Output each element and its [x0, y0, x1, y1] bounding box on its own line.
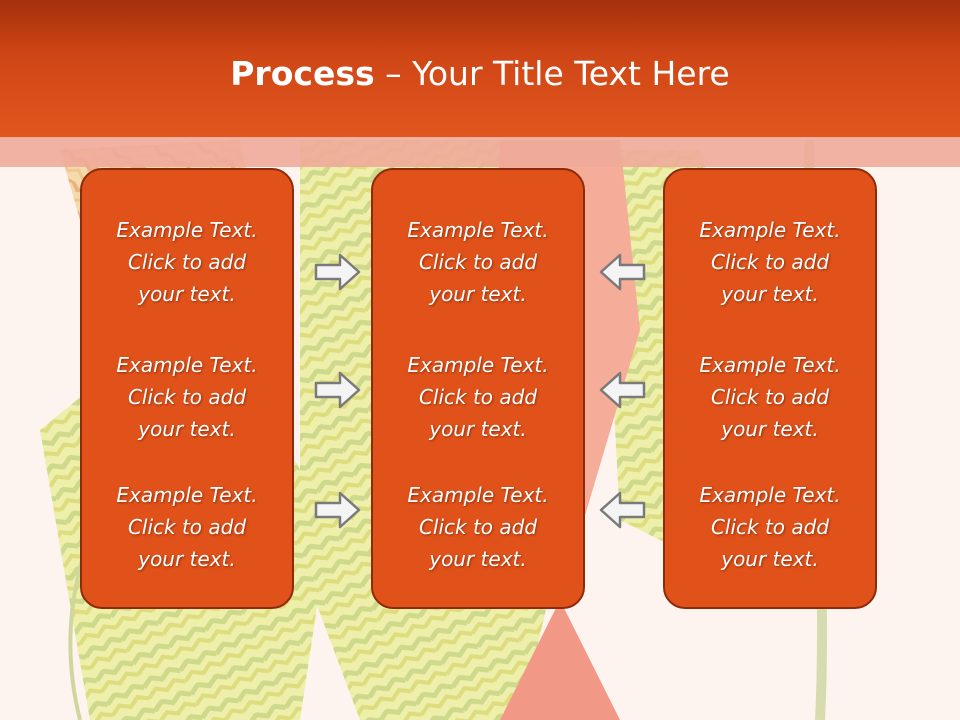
title-rest: – Your Title Text Here [374, 54, 730, 93]
process-box-left[interactable]: Example Text. Click to add your text. Ex… [80, 168, 294, 609]
left-arrow-icon [599, 371, 646, 409]
slide-title[interactable]: Process – Your Title Text Here [0, 52, 960, 96]
process-box-right[interactable]: Example Text. Click to add your text. Ex… [663, 168, 877, 609]
right-arrow-icon [314, 491, 361, 529]
box-text[interactable]: Example Text. Click to add your text. [699, 353, 841, 441]
box-text[interactable]: Example Text. Click to add your text. [699, 218, 841, 306]
right-arrow-icon [314, 371, 361, 409]
box-text[interactable]: Example Text. Click to add your text. [116, 483, 258, 571]
header-accent-strip [0, 137, 960, 167]
box-text[interactable]: Example Text. Click to add your text. [699, 483, 841, 571]
box-text[interactable]: Example Text. Click to add your text. [407, 353, 549, 441]
box-text[interactable]: Example Text. Click to add your text. [407, 483, 549, 571]
box-text[interactable]: Example Text. Click to add your text. [407, 218, 549, 306]
header-banner [0, 0, 960, 137]
title-bold: Process [230, 54, 375, 93]
box-text[interactable]: Example Text. Click to add your text. [116, 353, 258, 441]
box-text[interactable]: Example Text. Click to add your text. [116, 218, 258, 306]
right-arrow-icon [314, 253, 361, 291]
left-arrow-icon [599, 491, 646, 529]
left-arrow-icon [599, 253, 646, 291]
process-box-center[interactable]: Example Text. Click to add your text. Ex… [371, 168, 585, 609]
